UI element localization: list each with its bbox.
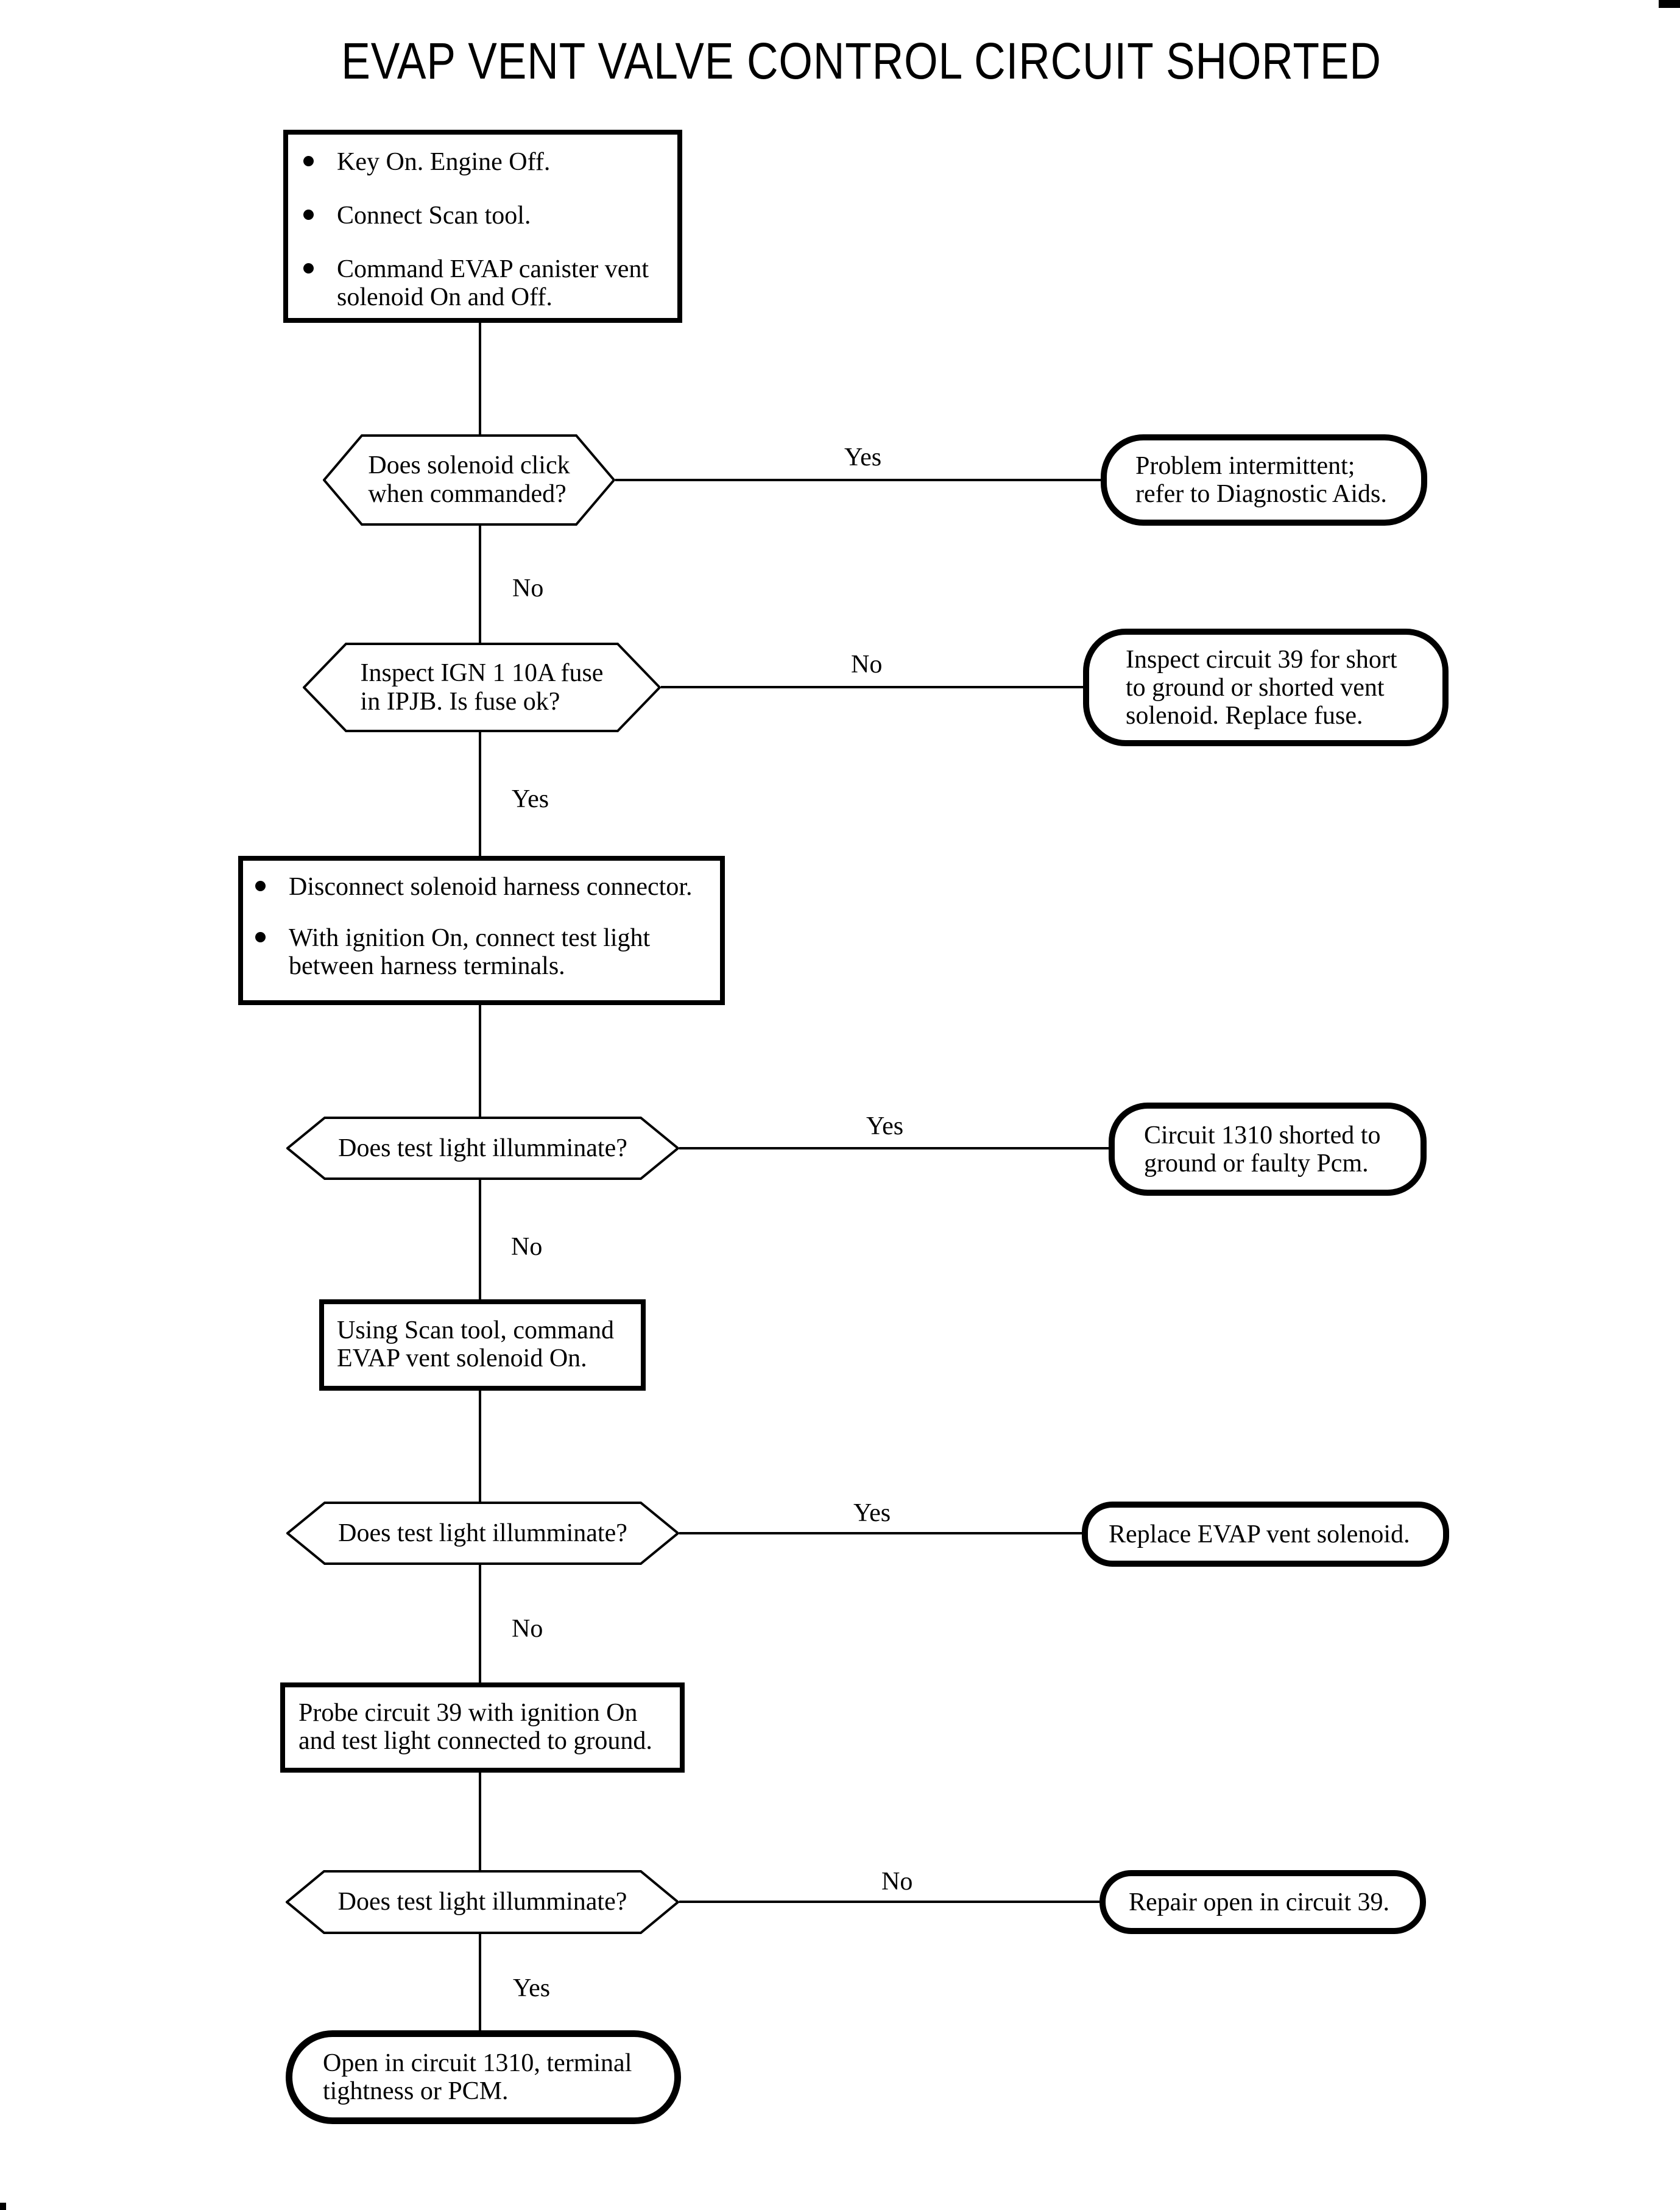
bullet-icon: [255, 881, 266, 891]
connector-line: [479, 1773, 481, 1870]
edge-label-no: No: [512, 1615, 543, 1643]
result-inspect-circuit-39: Inspect circuit 39 for short to ground o…: [1083, 629, 1449, 746]
bullet-item: Disconnect solenoid harness connector.: [255, 873, 714, 901]
text-line: refer to Diagnostic Aids.: [1135, 480, 1387, 508]
text-line: Replace EVAP vent solenoid.: [1109, 1520, 1410, 1548]
text-line: Does test light illumminate?: [337, 1888, 627, 1916]
edge-label-no: No: [851, 651, 883, 679]
edge-label-no: No: [512, 574, 544, 602]
text-line: Repair open in circuit 39.: [1129, 1888, 1390, 1916]
text-line: Problem intermittent;: [1135, 452, 1355, 480]
connector-line: [479, 732, 481, 856]
connector-line: [661, 686, 1083, 688]
decision-test-light-2: Does test light illumminate?: [286, 1502, 679, 1565]
connector-line: [479, 1180, 481, 1299]
text-line: tightness or PCM.: [323, 2077, 509, 2105]
text-line: Circuit 1310 shorted to: [1144, 1121, 1381, 1149]
decision-solenoid-click: Does solenoid click when commanded?: [323, 434, 615, 526]
decision-test-light-1: Does test light illumminate?: [286, 1117, 679, 1180]
process-box-initial-setup: Key On. Engine Off. Connect Scan tool. C…: [283, 130, 682, 323]
text-line: Does test light illumminate?: [338, 1134, 627, 1162]
scan-artifact-bottom-left: [0, 2203, 6, 2210]
connector-line: [679, 1532, 1082, 1534]
connector-line: [615, 479, 1101, 481]
text-line: Open in circuit 1310, terminal: [323, 2049, 632, 2077]
connector-line: [479, 1005, 481, 1117]
connector-line: [679, 1901, 1099, 1903]
decision-test-light-3: Does test light illumminate?: [286, 1870, 679, 1934]
edge-label-yes: Yes: [866, 1112, 904, 1140]
bullet-icon: [303, 263, 314, 274]
edge-label-yes: Yes: [844, 443, 882, 471]
terminal-open-circuit-1310: Open in circuit 1310, terminal tightness…: [286, 2030, 681, 2124]
text-line: Key On. Engine Off.: [337, 148, 551, 176]
text-line: to ground or shorted vent: [1126, 673, 1385, 702]
connector-line: [479, 323, 481, 434]
text-line: Inspect circuit 39 for short: [1126, 645, 1397, 674]
hexagon-shape: [286, 1117, 679, 1180]
decision-ign-fuse-ok: Inspect IGN 1 10A fuse in IPJB. Is fuse …: [303, 643, 661, 732]
text-line: solenoid. Replace fuse.: [1126, 701, 1363, 730]
result-problem-intermittent: Problem intermittent; refer to Diagnosti…: [1101, 434, 1427, 526]
connector-line: [679, 1147, 1109, 1149]
bullet-item: With ignition On, connect test light bet…: [255, 924, 714, 980]
edge-label-no: No: [511, 1233, 543, 1261]
edge-label-yes: Yes: [853, 1499, 891, 1527]
text-line: Probe circuit 39 with ignition On: [298, 1699, 638, 1727]
text-line: Command EVAP canister vent: [337, 255, 649, 283]
connector-line: [479, 1391, 481, 1502]
text-line: solenoid On and Off.: [337, 283, 552, 311]
hexagon-shape: [286, 1870, 679, 1934]
edge-label-yes: Yes: [513, 1974, 551, 2002]
process-box-probe-circuit-39: Probe circuit 39 with ignition On and te…: [280, 1682, 685, 1773]
result-replace-vent-solenoid: Replace EVAP vent solenoid.: [1082, 1502, 1449, 1567]
bullet-item: Command EVAP canister vent solenoid On a…: [303, 255, 671, 311]
scan-artifact-top-right: [1659, 0, 1680, 8]
hexagon-shape: [286, 1502, 679, 1565]
bullet-item: Connect Scan tool.: [303, 202, 671, 230]
text-line: Using Scan tool, command: [337, 1316, 614, 1344]
bullet-item: Key On. Engine Off.: [303, 148, 671, 176]
result-repair-open-circuit-39: Repair open in circuit 39.: [1099, 1870, 1426, 1934]
text-line: Connect Scan tool.: [337, 202, 531, 230]
text-line: Disconnect solenoid harness connector.: [289, 873, 693, 901]
connector-line: [479, 1565, 481, 1682]
page-title: EVAP VENT VALVE CONTROL CIRCUIT SHORTED: [341, 32, 1382, 90]
text-line: when commanded?: [368, 480, 566, 508]
connector-line: [479, 1934, 481, 2030]
bullet-icon: [303, 156, 314, 166]
text-line: Does solenoid click: [368, 451, 570, 479]
connector-line: [479, 525, 481, 643]
text-line: and test light connected to ground.: [298, 1727, 652, 1755]
hexagon-shape: [323, 434, 615, 526]
text-line: With ignition On, connect test light: [289, 924, 651, 952]
text-line: Does test light illumminate?: [338, 1519, 627, 1547]
text-line: in IPJB. Is fuse ok?: [360, 687, 560, 716]
text-line: EVAP vent solenoid On.: [337, 1344, 587, 1372]
process-box-command-solenoid-on: Using Scan tool, command EVAP vent solen…: [319, 1299, 646, 1391]
result-circuit-1310-shorted: Circuit 1310 shorted to ground or faulty…: [1109, 1103, 1427, 1196]
text-line: ground or faulty Pcm.: [1144, 1149, 1369, 1177]
text-line: Inspect IGN 1 10A fuse: [360, 658, 604, 687]
edge-label-no: No: [881, 1868, 913, 1896]
text-line: between harness terminals.: [289, 952, 565, 980]
bullet-icon: [255, 932, 266, 942]
edge-label-yes: Yes: [512, 785, 549, 813]
hexagon-shape: [303, 643, 661, 732]
bullet-icon: [303, 210, 314, 220]
process-box-connect-test-light: Disconnect solenoid harness connector. W…: [238, 856, 725, 1005]
